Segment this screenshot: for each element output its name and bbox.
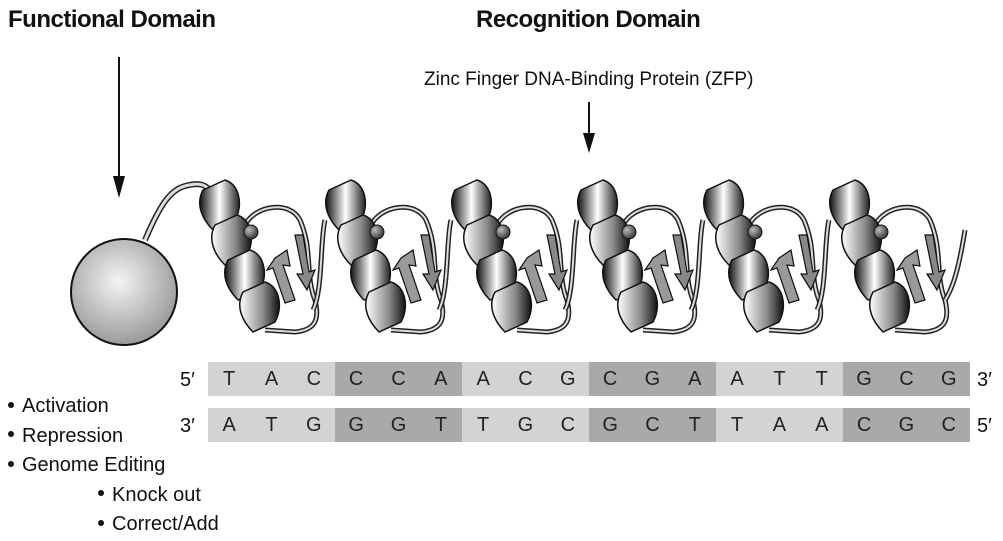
beta-strand-icon <box>895 248 926 304</box>
zfp-arrow <box>583 102 595 153</box>
beta-strand-icon <box>265 248 296 304</box>
dna-base: C <box>842 408 886 442</box>
alpha-helix-icon <box>239 281 281 333</box>
function-list: Activation Repression Genome Editing Kno… <box>8 392 219 540</box>
zinc-ion-icon <box>621 224 637 240</box>
dna-base: C <box>927 408 970 442</box>
dna-base: G <box>504 408 547 442</box>
zinc-finger <box>199 179 328 335</box>
dna-base: T <box>250 408 293 442</box>
alpha-helix-icon <box>365 281 407 333</box>
zinc-finger <box>451 179 580 335</box>
dna-base: C <box>334 362 378 396</box>
dna-base: C <box>588 362 632 396</box>
dna-base: C <box>546 408 589 442</box>
beta-strand-icon <box>517 248 548 304</box>
zinc-ion-icon <box>369 224 385 240</box>
bottom-strand-right-end: 5′ <box>977 415 992 437</box>
zinc-ion-icon <box>243 224 259 240</box>
alpha-helix-icon <box>617 281 659 333</box>
alpha-helix-icon <box>491 281 533 333</box>
dna-base: A <box>419 362 462 396</box>
bottom-strand-left-end: 3′ <box>180 415 195 437</box>
zinc-ion-icon <box>747 224 763 240</box>
dna-base: C <box>504 362 547 396</box>
functional-domain-arrow <box>113 57 125 198</box>
dna-base: A <box>461 362 505 396</box>
alpha-helix-icon <box>743 281 785 333</box>
function-item: Activation <box>8 392 219 422</box>
zinc-ion-icon <box>873 224 889 240</box>
alpha-helix-icon <box>869 281 911 333</box>
dna-base: A <box>673 362 716 396</box>
dna-base: G <box>631 362 674 396</box>
dna-base: G <box>842 362 886 396</box>
function-sub-item: Knock out <box>8 481 219 511</box>
dna-base: A <box>758 408 801 442</box>
zinc-finger <box>577 179 706 335</box>
functional-domain-title: Functional Domain <box>8 6 216 33</box>
zinc-ion-icon <box>495 224 511 240</box>
beta-strand-icon <box>769 248 800 304</box>
dna-base: A <box>208 408 251 442</box>
dna-base: C <box>292 362 335 396</box>
dna-base: G <box>546 362 589 396</box>
top-strand-right-end: 3′ <box>977 369 992 391</box>
dna-base: G <box>927 362 970 396</box>
beta-strand-icon <box>391 248 422 304</box>
dna-base: G <box>885 408 928 442</box>
function-item: Genome Editing <box>8 451 219 481</box>
dna-base: C <box>377 362 420 396</box>
linker-tether <box>142 181 213 242</box>
recognition-domain-title: Recognition Domain <box>476 6 701 33</box>
zinc-finger <box>703 179 832 335</box>
dna-base: G <box>292 408 335 442</box>
dna-base: T <box>208 362 251 396</box>
dna-base: C <box>631 408 674 442</box>
beta-strand-icon <box>643 248 674 304</box>
dna-base: G <box>588 408 632 442</box>
zinc-finger <box>829 179 950 335</box>
dna-base: T <box>419 408 462 442</box>
dna-base: A <box>715 362 759 396</box>
function-item: Repression <box>8 422 219 452</box>
zinc-finger <box>325 179 454 335</box>
dna-base: T <box>673 408 716 442</box>
functional-domain-sphere <box>70 238 178 346</box>
function-sub-item: Correct/Add <box>8 510 219 540</box>
dna-base: G <box>377 408 420 442</box>
dna-base: T <box>800 362 843 396</box>
dna-base: T <box>758 362 801 396</box>
zfp-label: Zinc Finger DNA-Binding Protein (ZFP) <box>424 69 754 90</box>
dna-base: A <box>800 408 843 442</box>
dna-base: C <box>885 362 928 396</box>
dna-base: T <box>715 408 759 442</box>
dna-base: A <box>250 362 293 396</box>
dna-base: T <box>461 408 505 442</box>
top-strand-left-end: 5′ <box>180 369 195 391</box>
dna-base: G <box>334 408 378 442</box>
